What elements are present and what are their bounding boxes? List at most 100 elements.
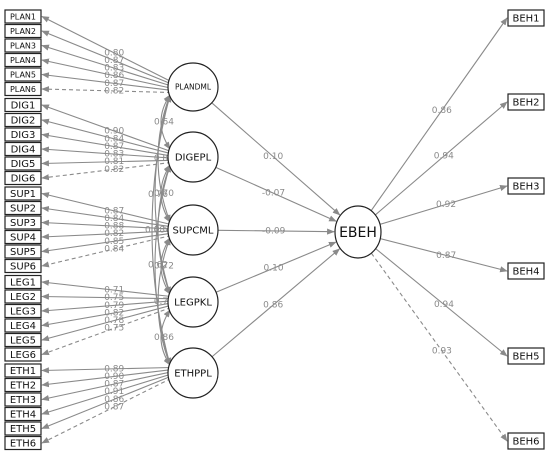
indicator-box-dig2: DIG2 (4, 112, 42, 128)
outcome-box-beh3: BEH3 (507, 177, 545, 195)
structural-path-plandml (211, 102, 341, 216)
covariance-label: 0.7 (154, 297, 168, 307)
outcome-label-beh2: 0.94 (434, 152, 454, 162)
indicator-box-eth4: ETH4 (4, 406, 42, 422)
loading-path-leg2 (41, 293, 172, 300)
outcome-label-beh1: 0.86 (432, 106, 452, 116)
indicator-label: DIG3 (11, 130, 36, 141)
indicator-box-eth5: ETH5 (4, 421, 42, 436)
outcome-path-beh6 (370, 252, 508, 442)
loading-path-leg4 (41, 302, 172, 328)
indicator-label: SUP2 (10, 204, 36, 215)
loading-path-sup5 (41, 232, 172, 254)
indicator-label: DIG5 (11, 159, 36, 170)
indicator-box-dig6: DIG6 (4, 170, 42, 186)
loading-path-eth6 (41, 378, 172, 444)
outcome-label-beh3: 0.92 (436, 200, 456, 210)
covariance-label: 0.76 (148, 190, 168, 200)
latent-label: DIGEPL (175, 153, 212, 164)
latent-digepl: DIGEPL (167, 131, 219, 183)
indicator-label: PLAN4 (10, 56, 36, 65)
indicator-label: PLAN5 (10, 71, 36, 80)
loading-label-leg4: 0.82 (104, 308, 124, 318)
indicator-label: SUP3 (10, 218, 36, 229)
indicator-label: DIG2 (11, 116, 36, 127)
loading-path-plan6 (41, 86, 172, 94)
outcome-indicator-label: BEH1 (512, 14, 539, 25)
loading-path-plan3 (41, 44, 172, 87)
loading-label-plan1: 0.80 (104, 48, 124, 58)
indicator-box-plan5: PLAN5 (4, 67, 42, 82)
outcome-label-beh5: 0.94 (434, 300, 454, 310)
loading-label-sup1: 0.87 (104, 206, 124, 216)
covariance-label: 0.64 (154, 118, 174, 128)
loading-label-eth2: 0.90 (104, 372, 124, 382)
outcome-latent-label: EBEH (339, 225, 377, 241)
loading-label-dig6: 0.82 (104, 165, 124, 175)
indicator-box-dig3: DIG3 (4, 127, 42, 142)
indicator-box-dig1: DIG1 (4, 97, 42, 113)
indicator-box-plan2: PLAN2 (4, 23, 42, 39)
latent-label: PLANDML (175, 83, 212, 92)
loading-path-plan2 (41, 30, 172, 85)
loading-path-dig4 (41, 146, 172, 159)
structural-label-digepl: -0.07 (262, 189, 285, 199)
loading-path-sup2 (41, 205, 172, 228)
loading-path-dig3 (41, 132, 172, 157)
indicator-box-eth1: ETH1 (4, 363, 42, 378)
outcome-box-beh1: BEH1 (507, 9, 545, 27)
loading-label-plan4: 0.86 (104, 71, 124, 81)
latent-plandml: PLANDML (167, 62, 219, 112)
structural-path-digepl (215, 166, 337, 222)
indicator-label: DIG4 (11, 145, 36, 156)
indicator-box-sup3: SUP3 (4, 215, 42, 230)
covariance-label: 0.70 (154, 189, 174, 199)
outcome-label-beh4: 0.87 (436, 251, 456, 261)
indicator-box-leg4: LEG4 (4, 318, 42, 333)
indicator-box-plan1: PLAN1 (4, 9, 42, 24)
indicator-label: DIG6 (11, 174, 36, 185)
structural-path-supcml (217, 228, 335, 235)
structural-path-ethppl (211, 248, 341, 358)
indicator-box-plan6: PLAN6 (4, 81, 42, 97)
loading-path-dig5 (41, 159, 172, 167)
outcome-latent-ebeh: EBEH (334, 205, 382, 259)
indicator-box-eth6: ETH6 (4, 435, 42, 451)
loading-path-plan1 (41, 16, 172, 82)
outcome-path-beh5 (375, 248, 508, 357)
indicator-label: PLAN2 (10, 27, 36, 36)
loading-label-leg6: 0.75 (104, 324, 124, 334)
loading-path-sup6 (41, 234, 172, 268)
indicator-label: SUP1 (10, 189, 36, 200)
indicator-box-leg6: LEG6 (4, 347, 42, 362)
indicator-box-leg5: LEG5 (4, 332, 42, 348)
indicator-box-dig4: DIG4 (4, 141, 42, 157)
outcome-path-beh3 (379, 185, 508, 225)
indicator-box-sup1: SUP1 (4, 186, 42, 201)
loading-path-dig1 (41, 104, 172, 153)
covariance-label: 0.68 (145, 226, 165, 236)
indicator-label: PLAN6 (10, 85, 36, 94)
loading-label-dig3: 0.87 (104, 142, 124, 152)
indicator-label: ETH5 (10, 424, 36, 435)
loading-label-dig4: 0.83 (104, 150, 124, 160)
loading-path-eth2 (41, 369, 172, 388)
latent-label: SUPCML (173, 226, 214, 237)
outcome-box-beh2: BEH2 (507, 93, 545, 111)
loading-path-eth5 (41, 375, 172, 430)
indicator-box-eth2: ETH2 (4, 377, 42, 393)
covariance-digepl-ethppl (154, 164, 171, 366)
indicator-label: SUP5 (10, 247, 36, 258)
loading-label-plan2: 0.87 (104, 56, 124, 66)
outcome-indicator-label: BEH2 (512, 98, 539, 109)
indicator-label: ETH3 (10, 395, 36, 406)
structural-label-supcml: -0.09 (262, 226, 286, 236)
indicator-box-plan3: PLAN3 (4, 38, 42, 53)
latent-label: LEGPKL (174, 298, 212, 309)
indicator-label: ETH1 (10, 366, 36, 377)
covariance-label: 0.86 (154, 333, 174, 343)
indicator-box-sup6: SUP6 (4, 258, 42, 274)
loading-path-sup3 (41, 219, 172, 230)
indicator-label: LEG3 (10, 307, 36, 318)
